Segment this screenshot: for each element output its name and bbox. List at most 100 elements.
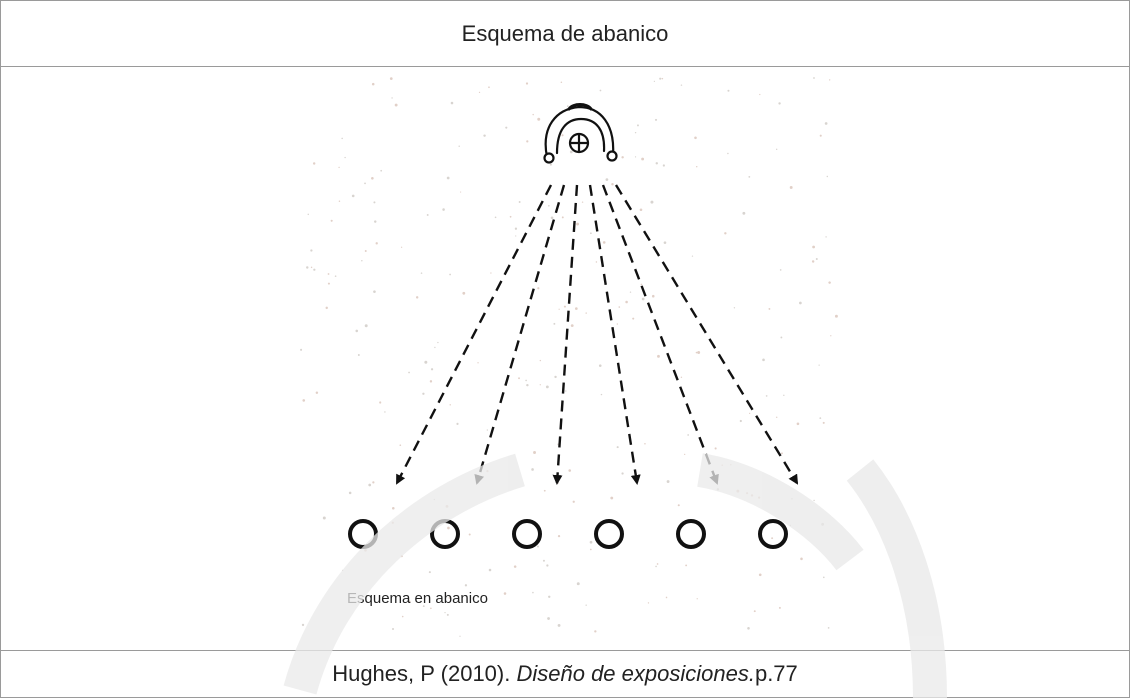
paper-speck: [445, 504, 449, 508]
paper-speck: [505, 126, 508, 129]
paper-speck: [549, 163, 552, 166]
paper-speck: [639, 208, 643, 212]
paper-speck: [561, 216, 564, 219]
paper-speck: [424, 360, 428, 364]
paper-speck: [558, 308, 560, 310]
paper-speck: [727, 89, 730, 92]
paper-speck: [514, 227, 518, 230]
paper-speck: [399, 444, 402, 447]
paper-speck: [746, 492, 749, 495]
paper-speck: [662, 164, 665, 167]
paper-speck: [373, 290, 376, 293]
paper-speck: [826, 175, 829, 178]
paper-speck: [830, 335, 832, 337]
paper-speck: [827, 627, 830, 629]
paper-speck: [581, 201, 584, 203]
paper-speck: [811, 260, 815, 263]
paper-speck: [575, 307, 578, 310]
sightline-arrow: [395, 184, 553, 485]
sightline-arrows: [395, 184, 799, 485]
paper-speck: [357, 354, 360, 356]
paper-speck: [758, 573, 762, 577]
paper-speck: [569, 150, 573, 154]
paper-speck: [775, 148, 778, 151]
paper-speck: [341, 137, 343, 140]
paper-speck: [364, 548, 367, 552]
paper-speck: [428, 571, 431, 574]
paper-speck: [742, 211, 746, 215]
paper-speck: [621, 472, 624, 475]
paper-speck: [828, 79, 831, 81]
paper-speck: [650, 200, 654, 204]
paper-speck: [553, 322, 556, 325]
paper-speck: [665, 596, 668, 599]
paper-speck: [716, 488, 720, 491]
paper-speck: [392, 506, 395, 510]
paper-speck: [459, 635, 461, 637]
paper-speck: [687, 434, 689, 436]
paper-speck: [685, 564, 688, 567]
paper-speck: [539, 359, 542, 362]
paper-speck: [420, 272, 423, 274]
paper-speck: [677, 504, 680, 507]
paper-speck: [557, 534, 561, 538]
paper-speck: [458, 145, 460, 147]
paper-speck: [799, 301, 802, 305]
paper-speck: [813, 499, 815, 502]
paper-speck: [560, 81, 563, 83]
paper-speck: [815, 257, 818, 260]
paper-speck: [605, 178, 609, 181]
paper-speck: [446, 176, 450, 180]
paper-speck: [486, 469, 489, 473]
paper-speck: [641, 157, 645, 161]
paper-speck: [585, 312, 587, 314]
paper-speck: [696, 598, 698, 600]
paper-speck: [599, 89, 602, 92]
paper-speck: [589, 232, 592, 235]
paper-speck: [433, 498, 436, 501]
paper-speck: [576, 582, 580, 586]
paper-speck: [391, 97, 393, 99]
paper-speck: [415, 296, 419, 299]
paper-speck: [781, 452, 783, 455]
paper-speck: [778, 102, 781, 105]
paper-speck: [537, 117, 541, 121]
paper-speck: [533, 451, 537, 454]
paper-speck: [513, 565, 517, 568]
paper-speck: [468, 533, 471, 536]
paper-speck: [598, 364, 602, 367]
paper-speck: [400, 555, 403, 558]
paper-speck: [791, 498, 793, 500]
paper-speck: [444, 611, 446, 614]
paper-speck: [640, 283, 643, 286]
paper-speck: [542, 559, 545, 562]
paper-speck: [616, 446, 619, 449]
paper-speck: [747, 627, 750, 630]
paper-speck: [824, 122, 828, 125]
paper-speck: [822, 576, 825, 579]
paper-speck: [379, 401, 382, 404]
paper-speck: [384, 411, 386, 413]
paper-speck: [684, 453, 686, 456]
paper-speck: [654, 118, 658, 121]
paper-speck: [330, 219, 333, 222]
paper-speck: [526, 140, 529, 143]
paper-speck: [532, 113, 534, 116]
paper-speck: [525, 82, 529, 85]
paper-speck: [771, 537, 774, 540]
paper-speck: [589, 548, 592, 551]
paper-speck: [310, 266, 313, 269]
paper-speck: [796, 422, 800, 426]
paper-speck: [430, 607, 432, 610]
paper-speck: [714, 447, 717, 450]
sightline-arrow: [552, 184, 579, 485]
paper-speck: [307, 213, 309, 216]
paper-speck: [644, 442, 646, 445]
paper-speck: [371, 176, 374, 180]
paper-speck: [566, 105, 569, 107]
paper-speck: [543, 489, 546, 492]
paper-speck: [545, 385, 549, 389]
paper-speck: [659, 77, 662, 80]
paper-speck: [306, 266, 309, 269]
paper-speck: [610, 496, 614, 500]
